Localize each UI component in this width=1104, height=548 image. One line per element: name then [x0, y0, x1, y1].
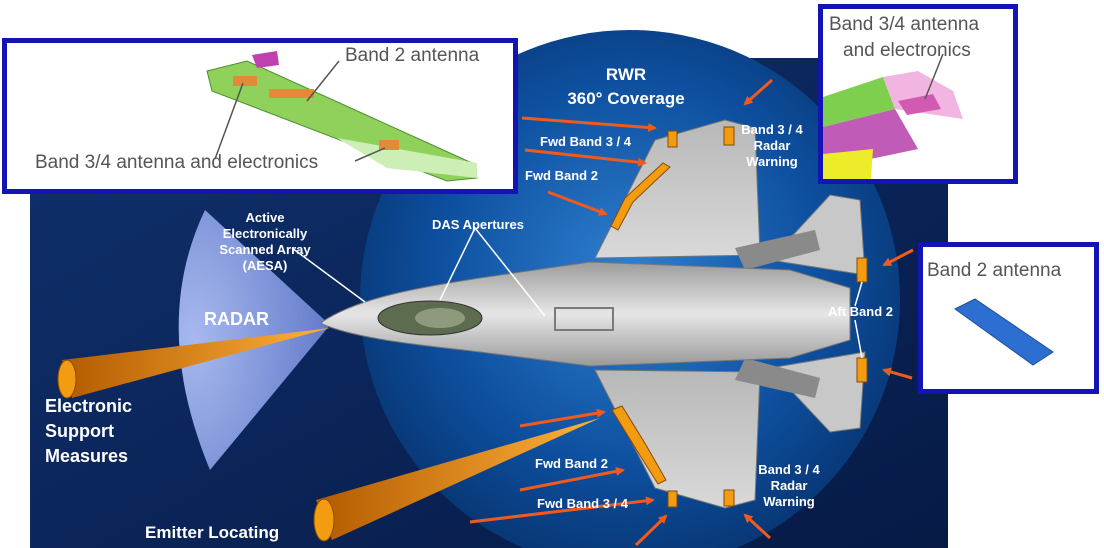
- label-rw-top-2: Radar: [754, 138, 791, 153]
- das-pointer-2: [474, 227, 546, 317]
- lower-fin: [735, 358, 820, 398]
- inset-top-left-drawing: [206, 51, 478, 182]
- antenna-edge-highlight: [337, 138, 477, 178]
- arrow-fwd-band34-top: [521, 116, 657, 132]
- electronics-block: [898, 94, 941, 115]
- pointer-band34-electronics: [924, 53, 944, 100]
- label-aesa-2: Electronically: [223, 226, 308, 241]
- label-esm-3: Measures: [45, 446, 128, 466]
- pointer-lines: [291, 227, 863, 359]
- f35-aircraft: [321, 119, 866, 509]
- fwd-band2-top-sensor: [610, 162, 671, 231]
- pointer-band34-2: [354, 147, 386, 162]
- band34-box-2: [269, 89, 314, 98]
- label-rw-bottom-1: Band 3 / 4: [758, 462, 820, 477]
- aft-band2-bottom-sensor: [856, 357, 868, 383]
- upper-fin: [735, 230, 820, 270]
- arrow-aft-band2-top: [882, 248, 914, 267]
- inset-label-band2-right: Band 2 antenna: [927, 260, 1062, 281]
- inset-band2-antenna-detail: Band 2 antenna Band 3/4 antenna and elec…: [2, 38, 518, 194]
- inset-band34-electronics-detail: Band 3/4 antenna and electronics: [818, 4, 1018, 184]
- fwd-band34-bottom-sensor: [667, 490, 678, 508]
- fwd-band34-top-sensor: [667, 130, 678, 148]
- rw-bottom-sensor: [723, 489, 735, 507]
- aesa-pointer: [291, 247, 366, 303]
- inset-band2-antenna: Band 2 antenna: [918, 242, 1099, 394]
- label-aesa-1: Active: [245, 210, 284, 225]
- cockpit-glass: [415, 308, 465, 328]
- esm-beam: [57, 328, 330, 399]
- label-esm-1: Electronic: [45, 396, 132, 416]
- band2-antenna-blue: [954, 298, 1054, 366]
- inset-label-band34-line2: and electronics: [843, 40, 971, 61]
- lower-wing: [594, 369, 761, 509]
- sensor-apertures: [610, 126, 868, 508]
- inset-label-band34: Band 3/4 antenna and electronics: [35, 152, 319, 173]
- label-das-apertures: DAS Apertures: [432, 217, 524, 232]
- inset-top-right-drawing: [823, 53, 963, 179]
- label-esm-2: Support: [45, 421, 114, 441]
- label-rw-bottom-3: Warning: [763, 494, 815, 509]
- label-aesa-3: Scanned Array: [219, 242, 311, 257]
- label-fwd-band34-bottom: Fwd Band 3 / 4: [537, 496, 629, 511]
- label-rw-top-3: Warning: [746, 154, 798, 169]
- label-fwd-band34-top: Fwd Band 3 / 4: [540, 134, 632, 149]
- label-fwd-band2-bottom: Fwd Band 2: [535, 456, 608, 471]
- yellow-panel: [823, 149, 873, 179]
- arrow-fwd-band2-bottom-2: [519, 466, 625, 492]
- arrow-fwd-band34-bottom-1: [469, 496, 655, 524]
- emitter-locating-beam: [313, 418, 600, 542]
- arrow-fwd-band2-top-2: [547, 190, 608, 216]
- label-fwd-band2-top: Fwd Band 2: [525, 168, 598, 183]
- label-rw-bottom-2: Radar: [771, 478, 808, 493]
- band34-box-3: [379, 140, 399, 150]
- arrow-fwd-band34-bottom-2: [634, 514, 668, 547]
- label-aesa-4: (AESA): [243, 258, 288, 273]
- arrow-aft-band2-bottom: [882, 367, 913, 380]
- rwr-title: RWR: [606, 65, 646, 84]
- rw-top-sensor: [723, 126, 735, 146]
- label-rw-top-1: Band 3 / 4: [741, 122, 803, 137]
- rwr-subtitle: 360° Coverage: [567, 89, 684, 108]
- pointer-band34-1: [214, 82, 244, 160]
- band34-box-1: [233, 76, 257, 86]
- green-panel: [823, 77, 895, 127]
- arrow-fwd-band2-top-1: [524, 148, 647, 167]
- das-pointer-1: [439, 227, 476, 301]
- inset-label-band2: Band 2 antenna: [345, 45, 480, 66]
- arrow-rw-top: [743, 78, 773, 106]
- rwr-arrows: [469, 78, 914, 547]
- lift-fan-door: [554, 307, 614, 331]
- fuselage: [321, 261, 851, 367]
- aft-band2-pointer-top: [854, 281, 863, 307]
- aft-band2-pointer-bottom: [854, 319, 863, 359]
- inset-right-drawing: [954, 298, 1054, 366]
- label-emitter-locating: Emitter Locating: [145, 523, 279, 542]
- band34-electronics-top: [252, 51, 279, 68]
- label-aft-band2: Aft Band 2: [828, 304, 893, 319]
- aft-band2-top-sensor: [856, 257, 868, 283]
- pointer-band2: [306, 60, 340, 102]
- inset-label-band34-line1: Band 3/4 antenna: [829, 14, 980, 35]
- fwd-band2-bottom-sensor: [611, 405, 667, 485]
- arrow-fwd-band2-bottom-1: [519, 408, 606, 428]
- arrow-rw-bottom: [743, 513, 772, 540]
- label-radar: RADAR: [204, 309, 269, 329]
